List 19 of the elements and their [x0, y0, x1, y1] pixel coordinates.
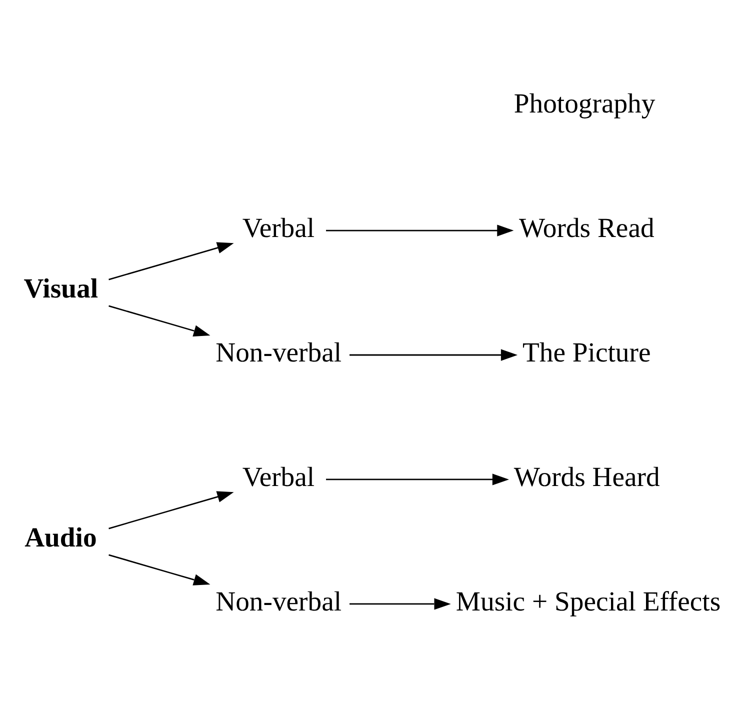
node-text: Verbal: [242, 212, 315, 243]
node-text: The Picture: [522, 336, 651, 368]
node-text: Non-verbal: [216, 585, 342, 616]
arrow: [326, 473, 510, 485]
node-text: Verbal: [242, 460, 315, 492]
arrow: [350, 348, 518, 360]
node-text: Visual: [24, 272, 98, 304]
arrow: [108, 490, 234, 529]
arrow: [108, 242, 234, 280]
node-text: Music + Special Effects: [456, 585, 721, 616]
node-text: Non-verbal: [216, 336, 342, 368]
arrow: [326, 224, 514, 236]
arrow: [108, 304, 210, 336]
node-text: Words Read: [519, 212, 654, 243]
node-text: Words Heard: [514, 460, 660, 492]
arrow: [108, 554, 210, 585]
label: Photography: [514, 87, 656, 118]
node-text: Audio: [24, 521, 97, 552]
arrow: [350, 598, 451, 610]
